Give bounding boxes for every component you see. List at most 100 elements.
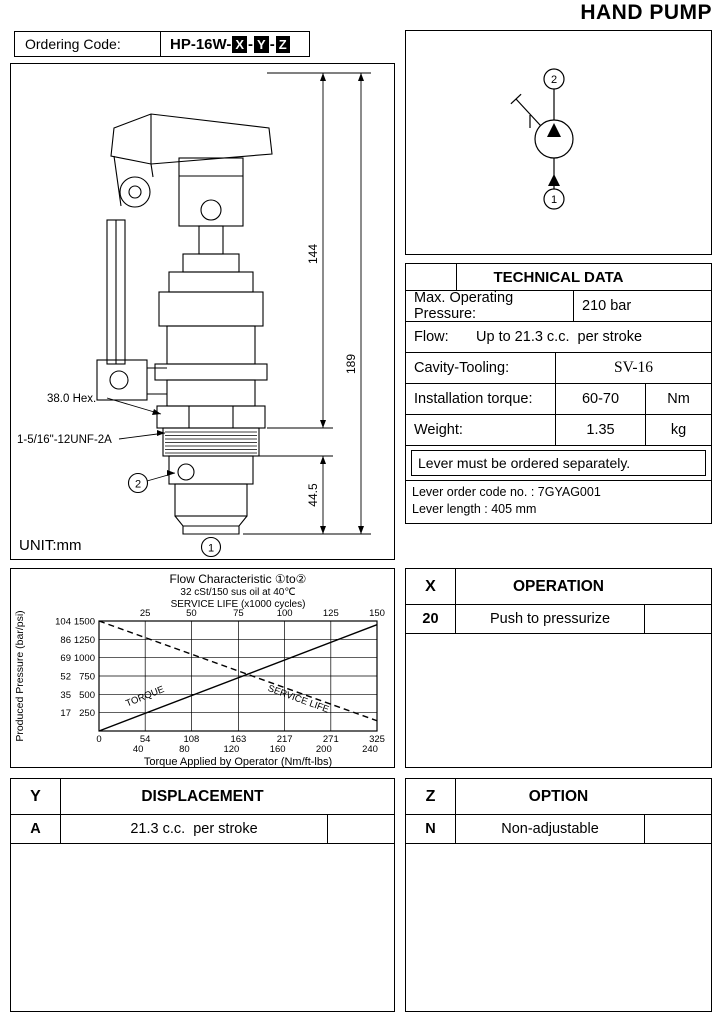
tech-row-flow: Flow: Up to 21.3 c.c. per stroke <box>406 322 711 353</box>
lever-order-info: Lever order code no. : 7GYAG001 Lever le… <box>406 480 711 523</box>
tech-row-label: Weight: <box>406 415 556 445</box>
dim-44-5-label: 44.5 <box>306 483 320 507</box>
hand-pump-symbol: 2 1 <box>510 68 574 210</box>
technical-data-title: TECHNICAL DATA <box>493 268 624 286</box>
thread-spec-label: 1-5/16"-12UNF-2A <box>17 434 112 446</box>
tech-row-label: Max. Operating Pressure: <box>406 290 574 322</box>
empty-cell <box>644 815 711 843</box>
operation-desc: Push to pressurize <box>489 611 611 627</box>
dimension-lines <box>106 72 371 535</box>
displacement-table: Y DISPLACEMENT A 21.3 c.c. per stroke <box>10 778 395 1012</box>
svg-text:54: 54 <box>140 734 151 745</box>
hex-size-label: 38.0 Hex. <box>47 393 96 405</box>
svg-text:SERVICE LIFE: SERVICE LIFE <box>266 683 330 715</box>
option-table-header: Z OPTION <box>406 779 711 815</box>
tech-row-unit: Nm <box>667 391 690 407</box>
dim-189-label: 189 <box>344 354 358 374</box>
lever-length: Lever length : 405 mm <box>412 501 537 516</box>
svg-text:163: 163 <box>230 734 246 745</box>
displacement-title: DISPLACEMENT <box>141 787 264 805</box>
svg-text:32 cSt/150 sus oil at 40℃: 32 cSt/150 sus oil at 40℃ <box>180 587 295 598</box>
svg-text:500: 500 <box>79 690 95 701</box>
displacement-code: A <box>11 815 61 843</box>
svg-text:200: 200 <box>316 744 332 755</box>
tech-row-unit: kg <box>670 422 687 438</box>
ordering-code-z-badge: Z <box>275 35 290 53</box>
svg-text:160: 160 <box>270 744 286 755</box>
option-code: N <box>406 815 456 843</box>
dimension-drawing-panel: 144 189 44.5 38.0 Hex. 1-5/16"-12UNF-2A … <box>10 63 395 560</box>
operation-table-header: X OPERATION <box>406 569 711 605</box>
ordering-code-x-badge: X <box>232 35 248 53</box>
svg-text:750: 750 <box>79 672 95 683</box>
svg-text:125: 125 <box>323 608 339 619</box>
svg-text:1000: 1000 <box>74 653 95 664</box>
svg-text:271: 271 <box>323 734 339 745</box>
svg-text:Torque Applied by Operator (Nm: Torque Applied by Operator (Nm/ft-lbs) <box>144 756 332 767</box>
dim-144-label: 144 <box>306 244 320 264</box>
svg-text:75: 75 <box>233 608 244 619</box>
empty-cell <box>327 815 394 843</box>
lever-order-code: Lever order code no. : 7GYAG001 <box>412 485 601 499</box>
svg-text:108: 108 <box>183 734 199 745</box>
svg-text:100: 100 <box>277 608 293 619</box>
port-2-number: 2 <box>135 479 141 491</box>
table-row: 20 Push to pressurize <box>406 605 711 634</box>
tech-row-cavity: Cavity-Tooling: SV-16 <box>406 353 711 384</box>
svg-text:86: 86 <box>60 635 71 646</box>
technical-data-header: TECHNICAL DATA <box>406 264 711 291</box>
technical-data-panel: TECHNICAL DATA Max. Operating Pressure: … <box>405 263 712 524</box>
tech-row-value: 60-70 <box>556 384 646 414</box>
operation-table: X OPERATION 20 Push to pressurize <box>405 568 712 768</box>
unit-label: UNIT:mm <box>19 537 82 554</box>
ordering-code-prefix: HP-16W- <box>170 35 232 53</box>
ordering-code-label: Ordering Code: <box>15 32 161 56</box>
ordering-code-value: HP-16W- X - Y - Z <box>161 32 309 56</box>
ordering-code-box: Ordering Code: HP-16W- X - Y - Z <box>14 31 310 57</box>
ordering-code-separator: - <box>248 35 254 53</box>
svg-text:25: 25 <box>140 608 151 619</box>
svg-text:0: 0 <box>96 734 101 745</box>
svg-text:217: 217 <box>277 734 293 745</box>
svg-text:50: 50 <box>186 608 197 619</box>
displacement-desc: 21.3 c.c. per stroke <box>130 821 258 837</box>
empty-cell <box>644 605 711 633</box>
operation-title: OPERATION <box>513 577 604 595</box>
svg-text:240: 240 <box>362 744 378 755</box>
svg-text:52: 52 <box>60 672 71 683</box>
ordering-code-separator: - <box>269 35 275 53</box>
svg-text:SERVICE LIFE (x1000 cycles): SERVICE LIFE (x1000 cycles) <box>171 599 306 610</box>
tech-row-value: Up to 21.3 c.c. per stroke <box>476 329 643 345</box>
svg-text:Flow Characteristic ①to②: Flow Characteristic ①to② <box>170 572 307 586</box>
dimension-arrows <box>152 73 364 534</box>
tech-row-torque: Installation torque: 60-70 Nm <box>406 384 711 415</box>
table-row: N Non-adjustable <box>406 815 711 844</box>
tech-row-label: Installation torque: <box>406 384 556 414</box>
svg-text:1500: 1500 <box>74 617 95 628</box>
displacement-table-header: Y DISPLACEMENT <box>11 779 394 815</box>
svg-text:35: 35 <box>60 690 71 701</box>
port-markers <box>127 472 222 558</box>
operation-key: X <box>406 569 456 604</box>
svg-text:104: 104 <box>55 617 71 628</box>
symbol-port-1-number: 1 <box>551 194 557 206</box>
pump-outline <box>96 113 273 535</box>
table-row: A 21.3 c.c. per stroke <box>11 815 394 844</box>
option-desc: Non-adjustable <box>501 821 599 837</box>
hydraulic-symbol-panel: 2 1 <box>405 30 712 255</box>
svg-text:150: 150 <box>369 608 385 619</box>
pump-drawing: 144 189 44.5 38.0 Hex. 1-5/16"-12UNF-2A … <box>17 72 371 558</box>
svg-text:120: 120 <box>223 744 239 755</box>
option-table: Z OPTION N Non-adjustable <box>405 778 712 1012</box>
tech-row-label: Flow: <box>414 329 449 345</box>
displacement-key: Y <box>11 779 61 814</box>
tech-row-value: 1.35 <box>556 415 646 445</box>
svg-text:69: 69 <box>60 653 71 664</box>
header-divider <box>456 264 457 290</box>
svg-text:80: 80 <box>179 744 190 755</box>
tech-row-label: Cavity-Tooling: <box>406 353 556 383</box>
svg-text:17: 17 <box>60 708 71 719</box>
